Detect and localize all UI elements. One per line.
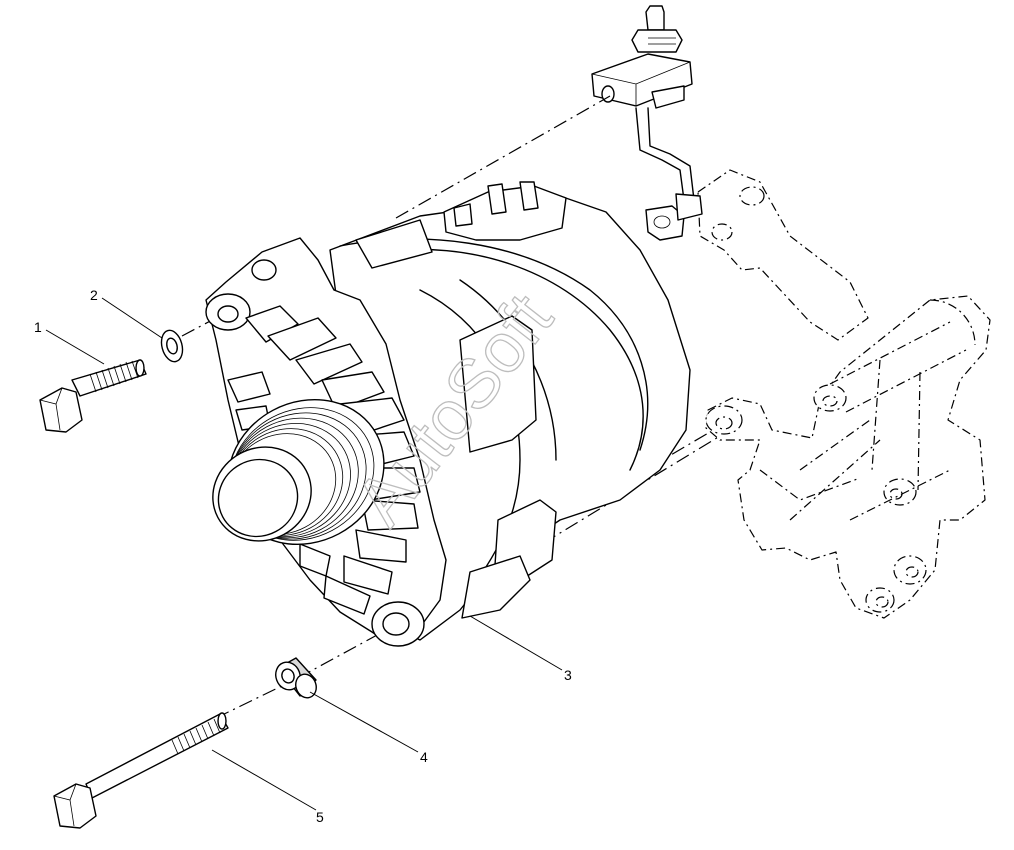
bolt-short — [39, 359, 147, 433]
washer — [160, 329, 184, 363]
callout-3: 3 — [564, 667, 572, 683]
mounting-bracket-phantom — [697, 169, 991, 619]
bolt-long — [53, 712, 229, 829]
callout-4: 4 — [420, 749, 428, 765]
leader-lines — [45, 297, 563, 811]
alternator — [205, 181, 691, 647]
callout-2: 2 — [90, 287, 98, 303]
alternator-pulley — [212, 398, 385, 546]
oil-line-assembly — [591, 5, 703, 241]
callout-5: 5 — [316, 809, 324, 825]
callout-1: 1 — [34, 319, 42, 335]
spacer — [275, 657, 317, 699]
